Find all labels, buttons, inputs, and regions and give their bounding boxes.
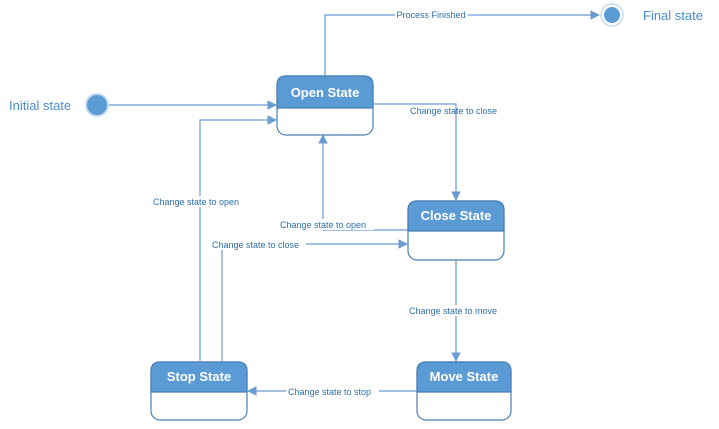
edge-label-stop-to-close-text: Change state to close [212,240,299,250]
final-state-node: Final state [600,3,703,27]
state-close-title: Close State [421,208,492,223]
edge-label-stop-to-close: Change state to close [210,239,306,250]
edge-label-process-finished: Process Finished [395,9,468,20]
state-stop-title: Stop State [167,369,231,384]
state-move-title: Move State [430,369,499,384]
final-state-circle [604,7,620,23]
state-open: Open State [276,75,374,136]
state-close: Close State [407,200,505,261]
edge-label-close-to-move-text: Change state to move [409,306,497,316]
edge-label-close-to-open-text: Change state to open [280,220,366,230]
initial-state-node: Initial state [9,93,109,117]
state-stop: Stop State [150,361,248,421]
initial-state-label: Initial state [9,98,71,113]
edge-label-close-to-open: Change state to open [278,219,374,230]
edge-label-process-finished-text: Process Finished [396,10,465,20]
final-state-label: Final state [643,8,703,23]
edge-label-open-to-close: Change state to close [410,106,497,116]
edge-open-to-final [324,10,600,76]
edge-label-stop-to-open: Change state to open [152,196,248,207]
state-move: Move State [416,361,512,421]
initial-state-circle [85,93,109,117]
edge-stop-to-close [221,239,408,361]
edge-label-move-to-stop-text: Change state to stop [288,387,371,397]
edge-label-stop-to-open-text: Change state to open [153,197,239,207]
state-open-title: Open State [291,85,360,100]
edge-close-to-open [318,134,408,231]
edge-stop-to-open [199,115,277,361]
edge-open-to-close [373,103,461,201]
edge-label-move-to-stop: Change state to stop [286,386,379,397]
edge-label-close-to-move: Change state to move [408,305,504,316]
